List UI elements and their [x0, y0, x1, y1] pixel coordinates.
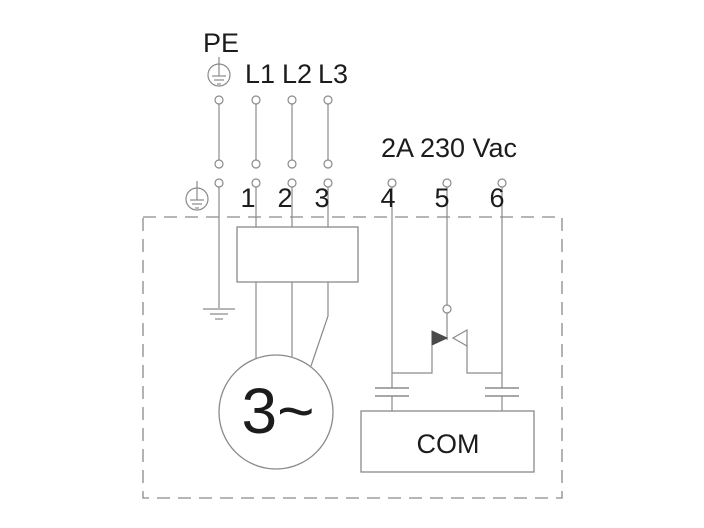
pin-l1-bottom	[251, 159, 261, 169]
terminal-pe-pin	[214, 178, 224, 188]
pin-l1-top	[251, 95, 261, 105]
capacitor-right-icon	[485, 387, 519, 397]
relay-rating-label: 2A 230 Vac	[381, 133, 517, 163]
pin-l3-top	[323, 95, 333, 105]
pin-l2-bottom	[287, 159, 297, 169]
wire-motor-w	[310, 282, 329, 367]
relay-branch-left	[392, 345, 433, 374]
relay-com-box	[360, 410, 535, 473]
phase-l2-label: L2	[282, 59, 312, 89]
supply-leads	[214, 95, 333, 169]
terminal-5-label: 5	[434, 183, 449, 213]
terminal-3-label: 3	[314, 183, 329, 213]
pin-pe-top	[214, 95, 224, 105]
terminal-6-label: 6	[489, 183, 504, 213]
protective-earth-icon	[207, 57, 231, 87]
relay-branch-right	[466, 346, 502, 374]
phase-l3-label: L3	[318, 59, 348, 89]
com-label: COM	[417, 429, 480, 459]
triac-icon	[431, 328, 468, 348]
phase-l1-label: L1	[245, 59, 275, 89]
ground-icon	[203, 308, 235, 320]
capacitor-left-icon	[375, 387, 409, 397]
motor-label: 3~	[242, 375, 315, 447]
pin-pe-bottom	[214, 159, 224, 169]
pin-l3-bottom	[323, 159, 333, 169]
relay-branch-wires	[392, 345, 502, 374]
wire-5-node-pin	[442, 304, 452, 314]
terminal-1-label: 1	[240, 183, 255, 213]
terminal-2-label: 2	[277, 183, 292, 213]
pe-label: PE	[203, 28, 239, 58]
terminal-4-label: 4	[380, 183, 395, 213]
motor-symbol	[218, 354, 334, 470]
enclosure-boundary	[142, 216, 563, 499]
terminal-block	[236, 226, 359, 283]
pin-l2-top	[287, 95, 297, 105]
enclosure-earth-icon	[185, 181, 209, 211]
terminal-pins	[214, 178, 507, 188]
